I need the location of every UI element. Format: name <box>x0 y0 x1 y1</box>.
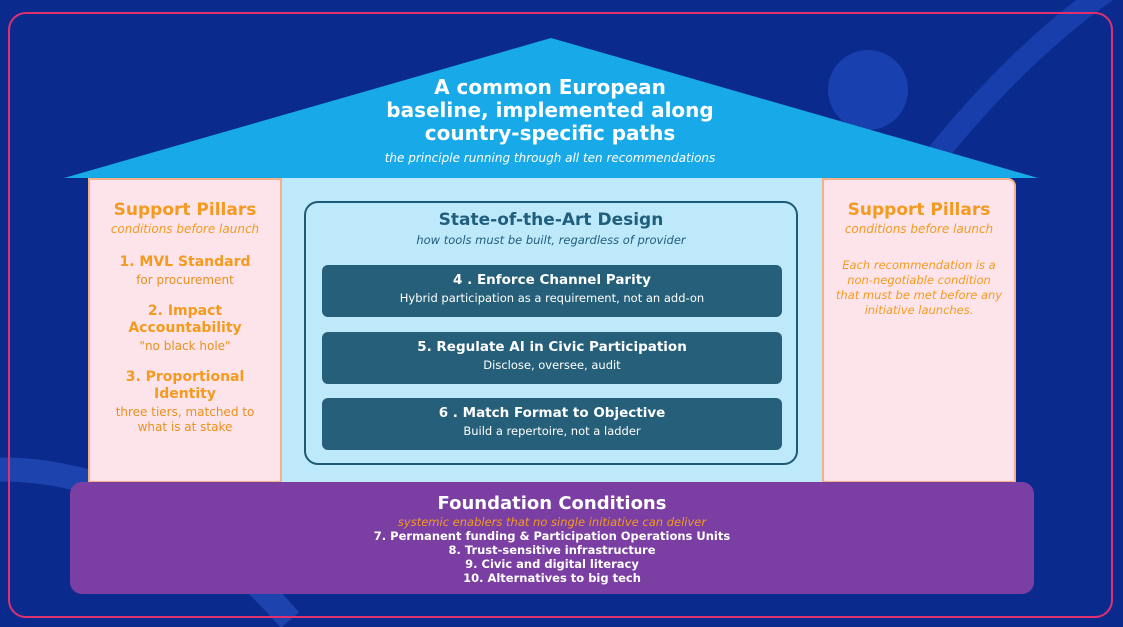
foundation-section: Foundation Conditions systemic enablers … <box>70 482 1034 594</box>
recommendation-title: 4 . Enforce Channel Parity <box>453 272 651 288</box>
pillar-item: 3. Proportional Identity three tiers, ma… <box>110 369 260 435</box>
foundation-item: 10. Alternatives to big tech <box>463 571 641 585</box>
outer-frame <box>8 12 1113 618</box>
design-subtitle: how tools must be built, regardless of p… <box>416 233 686 247</box>
pillar-item: 2. Impact Accountability "no black hole" <box>115 303 255 354</box>
recommendation-desc: Build a repertoire, not a ladder <box>463 424 641 438</box>
pillar-item-title: 2. Impact Accountability <box>128 303 242 336</box>
pillar-item: 1. MVL Standard for procurement <box>90 254 280 288</box>
recommendation-title: 6 . Match Format to Objective <box>438 405 666 421</box>
pillar-subtitle: conditions before launch <box>844 222 994 236</box>
roof-title-line: baseline, implemented along <box>386 98 714 122</box>
left-support-pillar: Support Pillars conditions before launch… <box>88 178 282 483</box>
pillar-note: Each recommendation is a non-negotiable … <box>835 258 1003 317</box>
pillar-item-desc: three tiers, matched to what is at stake <box>115 405 255 434</box>
roof-subtitle: the principle running through all ten re… <box>384 151 716 165</box>
foundation-item: 7. Permanent funding & Participation Ope… <box>373 529 731 543</box>
roof-title-line: country-specific paths <box>424 121 676 145</box>
pillar-item-desc: "no black hole" <box>139 339 231 353</box>
pillar-item-title: 3. Proportional Identity <box>125 369 245 402</box>
recommendation-desc: Hybrid participation as a requirement, n… <box>399 291 705 305</box>
foundation-item: 8. Trust-sensitive infrastructure <box>448 543 656 557</box>
design-title: State-of-the-Art Design <box>438 210 664 230</box>
design-box: State-of-the-Art Design how tools must b… <box>304 201 798 465</box>
foundation-item: 9. Civic and digital literacy <box>465 557 639 571</box>
pillar-title: Support Pillars <box>113 200 257 220</box>
recommendation-box: 6 . Match Format to Objective Build a re… <box>322 398 782 450</box>
pillar-item-title: 1. MVL Standard <box>119 254 251 270</box>
pillar-item-desc: for procurement <box>136 273 234 287</box>
roof-title: A common European baseline, implemented … <box>330 76 770 145</box>
roof-title-line: A common European <box>434 75 666 99</box>
recommendation-box: 4 . Enforce Channel Parity Hybrid partic… <box>322 265 782 317</box>
recommendation-title: 5. Regulate AI in Civic Participation <box>417 339 687 355</box>
recommendation-desc: Disclose, oversee, audit <box>483 358 621 372</box>
foundation-title: Foundation Conditions <box>437 493 667 514</box>
foundation-subtitle: systemic enablers that no single initiat… <box>397 515 707 529</box>
pillar-title: Support Pillars <box>847 200 991 220</box>
pillar-subtitle: conditions before launch <box>110 222 260 236</box>
right-support-pillar: Support Pillars conditions before launch… <box>822 178 1016 483</box>
recommendation-box: 5. Regulate AI in Civic Participation Di… <box>322 332 782 384</box>
